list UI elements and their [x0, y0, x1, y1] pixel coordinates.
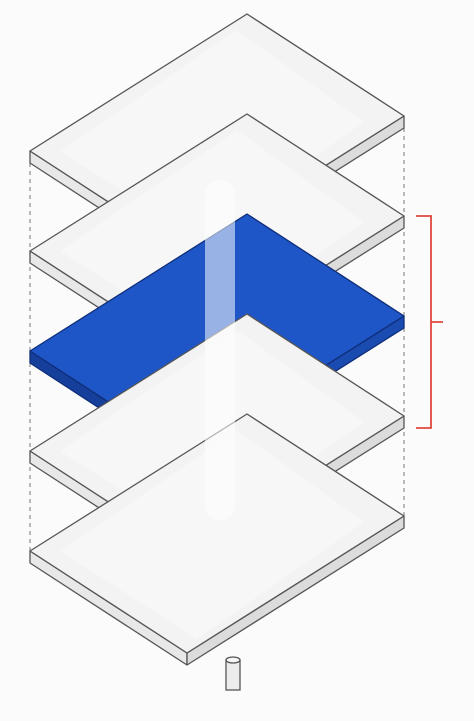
glare-highlight — [205, 180, 235, 520]
central-rod-segment-5 — [225, 656, 241, 691]
plate-stack — [29, 13, 405, 691]
selection-bracket-line — [416, 215, 443, 429]
selection-bracket — [416, 215, 443, 429]
plate-5 — [29, 413, 405, 666]
